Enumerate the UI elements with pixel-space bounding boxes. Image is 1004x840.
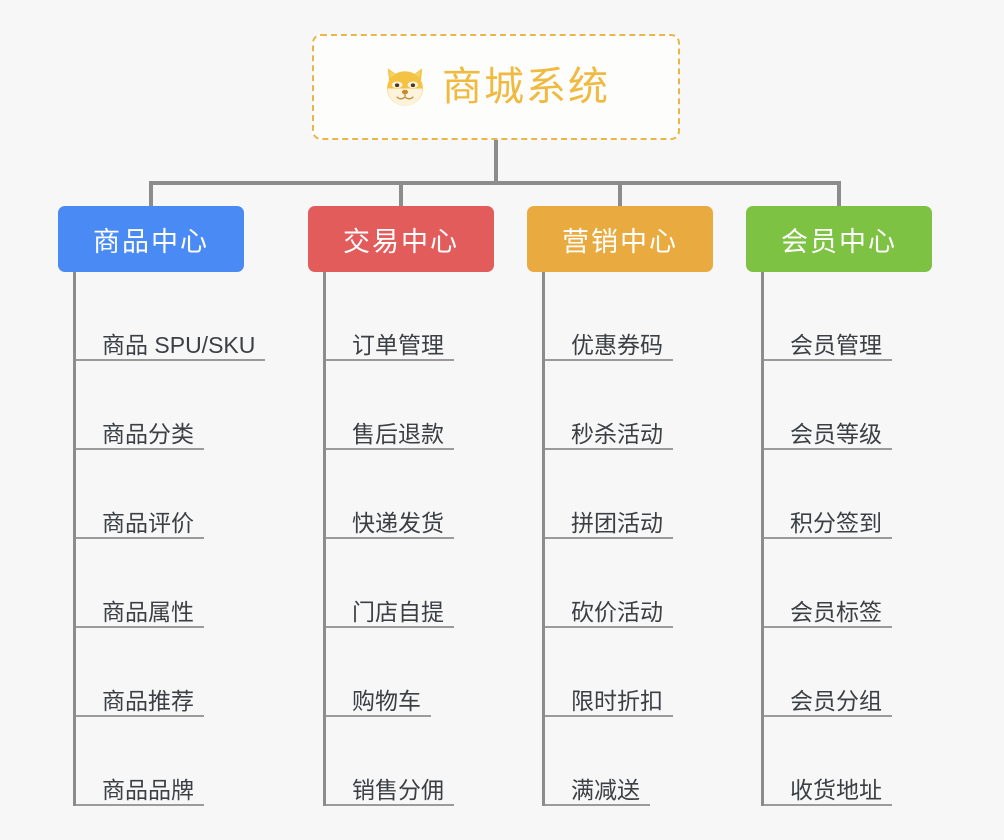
- list-item[interactable]: 满减送: [545, 717, 713, 806]
- leaf-label: 售后退款: [352, 421, 444, 447]
- leaf-underline: [326, 448, 454, 450]
- leaf-label: 会员等级: [790, 421, 882, 447]
- leaf-label: 收货地址: [790, 777, 882, 803]
- leaf-underline: [76, 359, 265, 361]
- leaf-underline: [326, 626, 454, 628]
- list-item[interactable]: 快递发货: [326, 450, 494, 539]
- leaf-label: 商品分类: [102, 421, 194, 447]
- leaf-list-1: 商品 SPU/SKU 商品分类 商品评价 商品属性 商品推荐 商品品牌: [73, 272, 265, 806]
- list-item[interactable]: 售后退款: [326, 361, 494, 450]
- list-item[interactable]: 购物车: [326, 628, 494, 717]
- leaf-label: 快递发货: [352, 510, 444, 536]
- root-node[interactable]: 商城系统: [312, 34, 680, 140]
- leaf-label: 购物车: [352, 688, 421, 714]
- leaf-underline: [545, 537, 673, 539]
- leaf-label: 商品属性: [102, 599, 194, 625]
- leaf-label: 积分签到: [790, 510, 882, 536]
- list-item[interactable]: 会员标签: [764, 539, 932, 628]
- leaf-underline: [326, 359, 454, 361]
- category-title: 商品中心: [93, 226, 209, 257]
- leaf-label: 优惠券码: [571, 332, 663, 358]
- list-item[interactable]: 会员管理: [764, 272, 932, 361]
- leaf-underline: [764, 448, 892, 450]
- leaf-label: 会员分组: [790, 688, 882, 714]
- column-会员中心: 会员中心 会员管理 会员等级 积分签到 会员标签 会员分组 收货地址: [746, 206, 932, 806]
- leaf-label: 砍价活动: [571, 599, 663, 625]
- leaf-underline: [326, 715, 431, 717]
- leaf-underline: [545, 804, 650, 806]
- leaf-label: 会员标签: [790, 599, 882, 625]
- category-header-1[interactable]: 商品中心: [58, 206, 244, 272]
- list-item[interactable]: 商品分类: [76, 361, 244, 450]
- list-item[interactable]: 商品 SPU/SKU: [76, 272, 265, 361]
- column-营销中心: 营销中心 优惠券码 秒杀活动 拼团活动 砍价活动 限时折扣 满减送: [527, 206, 713, 806]
- list-item[interactable]: 限时折扣: [545, 628, 713, 717]
- leaf-underline: [326, 537, 454, 539]
- list-item[interactable]: 订单管理: [326, 272, 494, 361]
- leaf-label: 销售分佣: [352, 777, 444, 803]
- list-item[interactable]: 门店自提: [326, 539, 494, 628]
- leaf-underline: [764, 715, 892, 717]
- connector-horizontal-bus: [149, 181, 841, 185]
- list-item[interactable]: 商品推荐: [76, 628, 244, 717]
- leaf-underline: [545, 626, 673, 628]
- list-item[interactable]: 商品品牌: [76, 717, 244, 806]
- list-item[interactable]: 优惠券码: [545, 272, 713, 361]
- connector-drop-1: [149, 181, 153, 207]
- connector-drop-2: [399, 181, 403, 207]
- leaf-underline: [764, 359, 892, 361]
- list-item[interactable]: 商品评价: [76, 450, 244, 539]
- connector-root-stem: [494, 140, 498, 183]
- category-title: 营销中心: [562, 226, 678, 257]
- connector-drop-4: [837, 181, 841, 207]
- leaf-underline: [545, 359, 673, 361]
- leaf-underline: [326, 804, 454, 806]
- leaf-underline: [76, 448, 204, 450]
- leaf-underline: [545, 715, 673, 717]
- leaf-underline: [764, 537, 892, 539]
- leaf-list-3: 优惠券码 秒杀活动 拼团活动 砍价活动 限时折扣 满减送: [542, 272, 713, 806]
- category-title: 会员中心: [781, 226, 897, 257]
- dog-face-icon: [382, 64, 428, 110]
- leaf-underline: [764, 626, 892, 628]
- leaf-list-2: 订单管理 售后退款 快递发货 门店自提 购物车 销售分佣: [323, 272, 494, 806]
- column-商品中心: 商品中心 商品 SPU/SKU 商品分类 商品评价 商品属性 商品推荐 商品品牌: [58, 206, 265, 806]
- leaf-label: 门店自提: [352, 599, 444, 625]
- column-交易中心: 交易中心 订单管理 售后退款 快递发货 门店自提 购物车 销售分佣: [308, 206, 494, 806]
- leaf-label: 秒杀活动: [571, 421, 663, 447]
- list-item[interactable]: 会员分组: [764, 628, 932, 717]
- list-item[interactable]: 商品属性: [76, 539, 244, 628]
- category-header-4[interactable]: 会员中心: [746, 206, 932, 272]
- list-item[interactable]: 会员等级: [764, 361, 932, 450]
- list-item[interactable]: 销售分佣: [326, 717, 494, 806]
- leaf-label: 拼团活动: [571, 510, 663, 536]
- leaf-label: 订单管理: [352, 332, 444, 358]
- leaf-underline: [764, 804, 892, 806]
- connector-drop-3: [618, 181, 622, 207]
- leaf-label: 商品评价: [102, 510, 194, 536]
- list-item[interactable]: 收货地址: [764, 717, 932, 806]
- leaf-underline: [76, 626, 204, 628]
- leaf-label: 满减送: [571, 777, 640, 803]
- leaf-underline: [76, 804, 204, 806]
- leaf-label: 商品 SPU/SKU: [102, 332, 256, 358]
- list-item[interactable]: 积分签到: [764, 450, 932, 539]
- leaf-label: 限时折扣: [571, 688, 663, 714]
- list-item[interactable]: 拼团活动: [545, 450, 713, 539]
- leaf-label: 商品品牌: [102, 777, 194, 803]
- list-item[interactable]: 秒杀活动: [545, 361, 713, 450]
- list-item[interactable]: 砍价活动: [545, 539, 713, 628]
- category-header-3[interactable]: 营销中心: [527, 206, 713, 272]
- leaf-underline: [76, 537, 204, 539]
- root-title: 商城系统: [442, 65, 610, 109]
- leaf-list-4: 会员管理 会员等级 积分签到 会员标签 会员分组 收货地址: [761, 272, 932, 806]
- leaf-label: 会员管理: [790, 332, 882, 358]
- leaf-label: 商品推荐: [102, 688, 194, 714]
- leaf-underline: [76, 715, 204, 717]
- category-title: 交易中心: [343, 226, 459, 257]
- category-header-2[interactable]: 交易中心: [308, 206, 494, 272]
- leaf-underline: [545, 448, 673, 450]
